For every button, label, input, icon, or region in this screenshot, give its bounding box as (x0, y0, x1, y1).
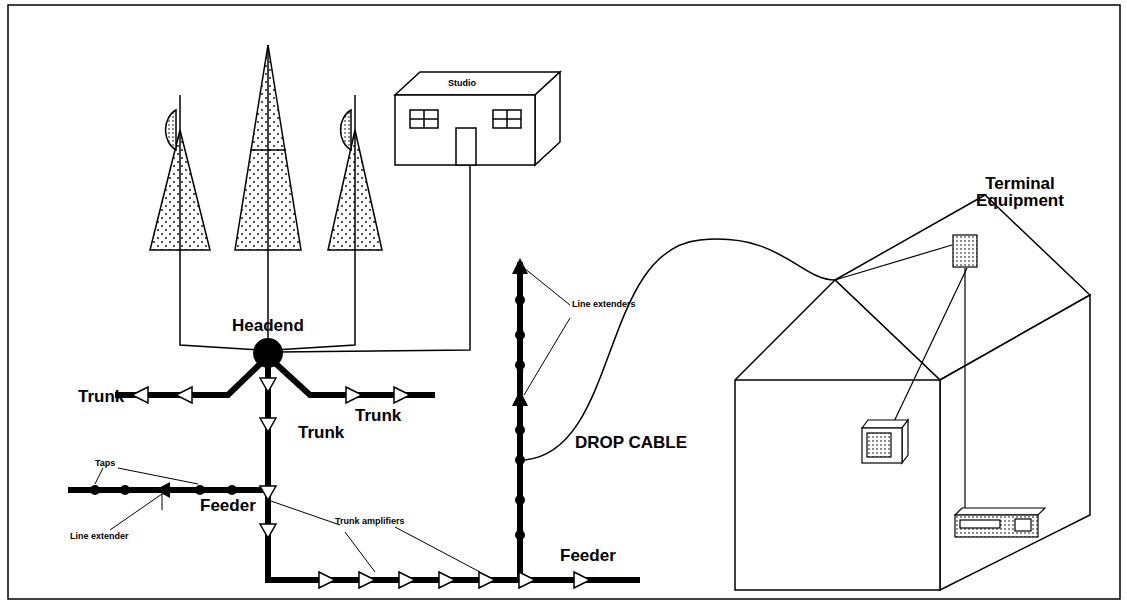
trunk-label: Trunk (298, 424, 344, 441)
trunk-label: Trunk (355, 407, 401, 424)
feeder-label: Feeder (200, 497, 256, 514)
callout-label: Taps (95, 459, 115, 468)
callout-label: Line extenders (572, 300, 636, 309)
callout-label: Line extender (70, 532, 129, 541)
feeder-label: Feeder (560, 547, 616, 564)
trunk-label: Trunk (78, 388, 124, 405)
cable-label: DROP CABLE (575, 434, 687, 451)
callout-label: Trunk amplifiers (335, 517, 405, 526)
node-label: Headend (232, 317, 304, 334)
building-label: Studio (448, 79, 476, 88)
equipment-label: Terminal Equipment (960, 175, 1080, 209)
